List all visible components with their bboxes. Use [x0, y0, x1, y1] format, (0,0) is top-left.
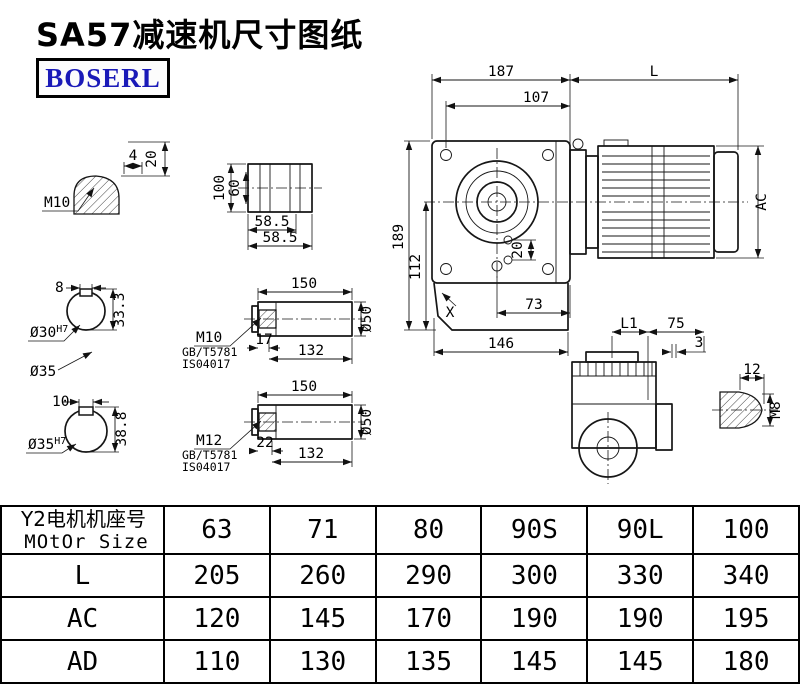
bore-label: Ø35H7	[28, 436, 66, 453]
dim-label: 150	[291, 276, 317, 292]
dim-label: L	[650, 64, 659, 80]
dim-label: 58.5	[263, 230, 298, 246]
table-cell: 145	[480, 639, 589, 684]
standard-label: IS04017	[182, 460, 231, 474]
dim-label: 22	[256, 435, 273, 451]
table-cell: 195	[692, 596, 800, 641]
table-cell: 340	[692, 553, 800, 598]
motor-size-column: 71	[268, 505, 377, 555]
bore-view-30: 8 Ø30H7 33.3	[28, 280, 128, 342]
motor-size-column: 100	[692, 505, 800, 555]
bore-view-35: 10 Ø35H7 38.8	[26, 394, 130, 454]
dim-label: X	[446, 305, 455, 321]
gearbox-front-view	[431, 140, 571, 331]
dim-label: 4	[129, 148, 138, 164]
table-cell: 260	[268, 553, 377, 598]
table-cell: 145	[268, 596, 377, 641]
dim-label: 107	[523, 90, 549, 106]
standard-label: GB/T5781	[182, 345, 237, 359]
dim-label: 20	[510, 241, 526, 258]
table-cell: 180	[692, 639, 800, 684]
dim-label: 132	[298, 446, 324, 462]
table-cell: 130	[268, 639, 377, 684]
brand-logo: BOSERL	[36, 58, 170, 98]
table-cell: 120	[163, 596, 271, 641]
dim-label: 20	[144, 150, 160, 167]
dim-label: 17	[255, 332, 272, 348]
dim-label: 73	[525, 297, 542, 313]
row-label: AD	[0, 639, 165, 684]
table-cell: 145	[586, 639, 695, 684]
motor-size-column: 90L	[586, 505, 695, 555]
dim-label: Ø50	[359, 409, 375, 435]
dim-label: 100	[212, 175, 228, 201]
standard-label: IS04017	[182, 357, 231, 371]
thread-label: M12	[196, 433, 222, 449]
dim-label: 10	[52, 394, 69, 410]
dim-label: 146	[488, 336, 514, 352]
dim-label: 33.3	[112, 293, 128, 328]
dim-label: 75	[667, 316, 684, 332]
table-header-row: Y2电机机座号 MOtOr Size 63 71 80 90S 90L 100	[0, 505, 800, 555]
dim-label: 58.5	[255, 214, 290, 230]
table-cell: 330	[586, 553, 695, 598]
table-cell: 170	[374, 596, 483, 641]
motor-size-column: 80	[374, 505, 483, 555]
motor-size-table: Y2电机机座号 MOtOr Size 63 71 80 90S 90L 100 …	[0, 505, 800, 684]
dim-label: Ø35	[30, 364, 56, 380]
dim-label: 12	[743, 362, 760, 378]
table-cell: 135	[374, 639, 483, 684]
standard-label: GB/T5781	[182, 448, 237, 462]
dim-label: 189	[391, 224, 407, 250]
plug-view-2: 12 M8	[712, 362, 784, 429]
dim-label: AC	[754, 193, 770, 210]
dim-label: 8	[55, 280, 64, 296]
motor-size-column: 63	[163, 505, 271, 555]
shaft-view-2: 150 Ø50 22 132 M12 GB/T5781 IS04017	[182, 379, 375, 474]
table-row-L: L 205 260 290 300 330 340	[0, 553, 800, 598]
dim-label: L1	[620, 316, 637, 332]
dim-label: 112	[408, 254, 424, 280]
thread-label: M10	[196, 330, 222, 346]
dim-label: M8	[768, 401, 784, 418]
table-cell: 110	[163, 639, 271, 684]
brand-text: BOSERL	[45, 62, 161, 93]
bore-label: Ø30H7	[30, 324, 68, 341]
shaft-view-1: 150 Ø50 17 132 M10 GB/T5781 IS04017	[182, 276, 375, 371]
main-dimensions: 187 L 107 189 112 20 73 146 X AC	[391, 64, 770, 356]
table-cell: 205	[163, 553, 271, 598]
table-cell: 190	[480, 596, 589, 641]
dim-label: 150	[291, 379, 317, 395]
row-label: L	[0, 553, 165, 598]
dim-label: Ø50	[359, 306, 375, 332]
page-title: SA57减速机尺寸图纸	[36, 16, 364, 54]
table-row-AC: AC 120 145 170 190 190 195	[0, 596, 800, 641]
dim-label: 132	[298, 343, 324, 359]
header-line-cn: Y2电机机座号	[21, 506, 146, 531]
table-row-AD: AD 110 130 135 145 145 180	[0, 639, 800, 684]
header-line-en: MOtOr Size	[24, 530, 149, 553]
diameter-callout: Ø35	[30, 351, 93, 380]
table-cell: 300	[480, 553, 589, 598]
dimension-drawing: 4 20 M10 100 60 58.5 58.5 8	[26, 64, 784, 484]
gearbox-side-view	[571, 351, 673, 484]
row-label: AC	[0, 596, 165, 641]
motor-view	[424, 138, 748, 259]
thread-label: M10	[44, 195, 70, 211]
flange-view: 100 60 58.5 58.5	[212, 163, 322, 250]
dim-label: 60	[227, 179, 243, 196]
dim-label: 187	[488, 64, 514, 80]
dim-label: 38.8	[114, 412, 130, 447]
plug-view: 4 20 M10	[42, 141, 170, 215]
table-cell: 190	[586, 596, 695, 641]
dim-label: 3	[695, 335, 704, 351]
side-dimensions: L1 75 3	[611, 316, 706, 400]
motor-size-column: 90S	[480, 505, 589, 555]
table-header-cell: Y2电机机座号 MOtOr Size	[0, 505, 165, 555]
table-cell: 290	[374, 553, 483, 598]
